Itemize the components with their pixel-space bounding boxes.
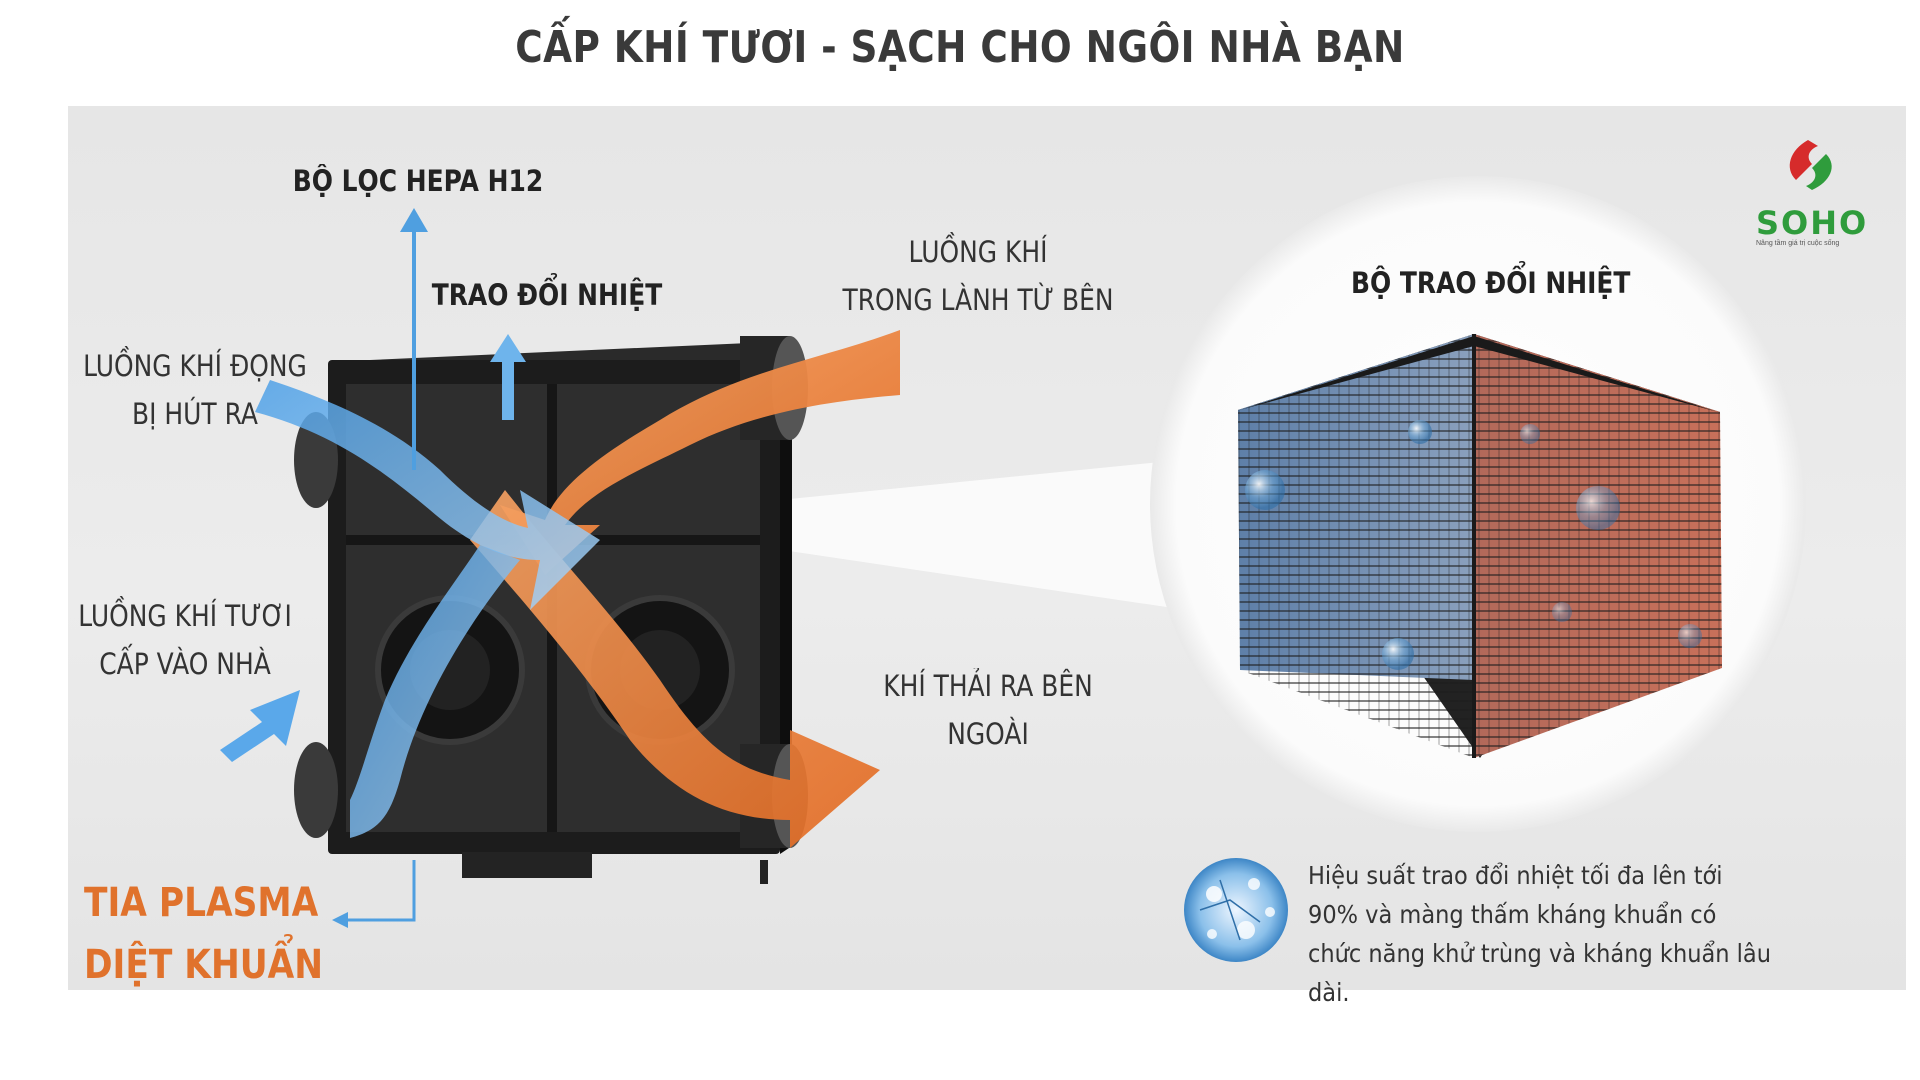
exchange-arrow xyxy=(490,334,526,420)
supply-arrow xyxy=(220,690,300,762)
exhaust-flow xyxy=(470,490,880,848)
page-title: CẤP KHÍ TƯƠI - SẠCH CHO NGÔI NHÀ BẠN xyxy=(515,22,1405,73)
heat-exchanger-core xyxy=(1238,334,1722,758)
fresh-air-side-line-2: TRONG LÀNH TỪ BÊN xyxy=(842,283,1114,317)
efficiency-description: Hiệu suất trao đổi nhiệt tối đa lên tới … xyxy=(1308,861,1771,1007)
fresh-air-in-flow xyxy=(500,330,900,575)
exhaust-line-2: NGOÀI xyxy=(947,717,1029,751)
fresh-supply-line-2: CẤP VÀO NHÀ xyxy=(99,647,271,681)
hepa-filter-label: BỘ LỌC HEPA H12 xyxy=(292,164,544,198)
hepa-arrow xyxy=(400,208,428,470)
plasma-label-line-1: TIA PLASMA xyxy=(84,880,319,926)
stale-air-label: LUỒNG KHÍ ĐỌNG BỊ HÚT RA xyxy=(70,342,319,438)
exhaust-line-1: KHÍ THẢI RA BÊN xyxy=(883,669,1093,703)
stale-air-line-1: LUỒNG KHÍ ĐỌNG xyxy=(83,349,307,383)
fresh-supply-label: LUỒNG KHÍ TƯƠI CẤP VÀO NHÀ xyxy=(69,592,301,688)
stale-air-line-2: BỊ HÚT RA xyxy=(132,397,258,431)
heat-exchange-label: TRAO ĐỔI NHIỆT xyxy=(431,278,663,312)
fresh-air-side-line-1: LUỒNG KHÍ xyxy=(908,235,1048,269)
heat-exchanger-core-label: BỘ TRAO ĐỔI NHIỆT xyxy=(1351,266,1631,300)
soho-logo-icon xyxy=(1789,140,1832,190)
zoom-beam xyxy=(580,458,1200,612)
fresh-air-side-label: LUỒNG KHÍ TRONG LÀNH TỪ BÊN xyxy=(840,228,1115,324)
antibacterial-membrane-icon xyxy=(1184,858,1288,962)
exhaust-label: KHÍ THẢI RA BÊN NGOÀI xyxy=(876,662,1100,758)
stale-air-in-flow xyxy=(255,380,600,610)
soho-logo-tagline: Nâng tầm giá trị cuộc sống xyxy=(1756,240,1840,247)
plasma-leader xyxy=(332,860,416,928)
plasma-label-line-2: DIỆT KHUẨN xyxy=(84,942,324,988)
fresh-supply-line-1: LUỒNG KHÍ TƯƠI xyxy=(78,599,292,633)
soho-logo-text: SOHO xyxy=(1756,204,1869,242)
supply-flow xyxy=(350,545,520,838)
